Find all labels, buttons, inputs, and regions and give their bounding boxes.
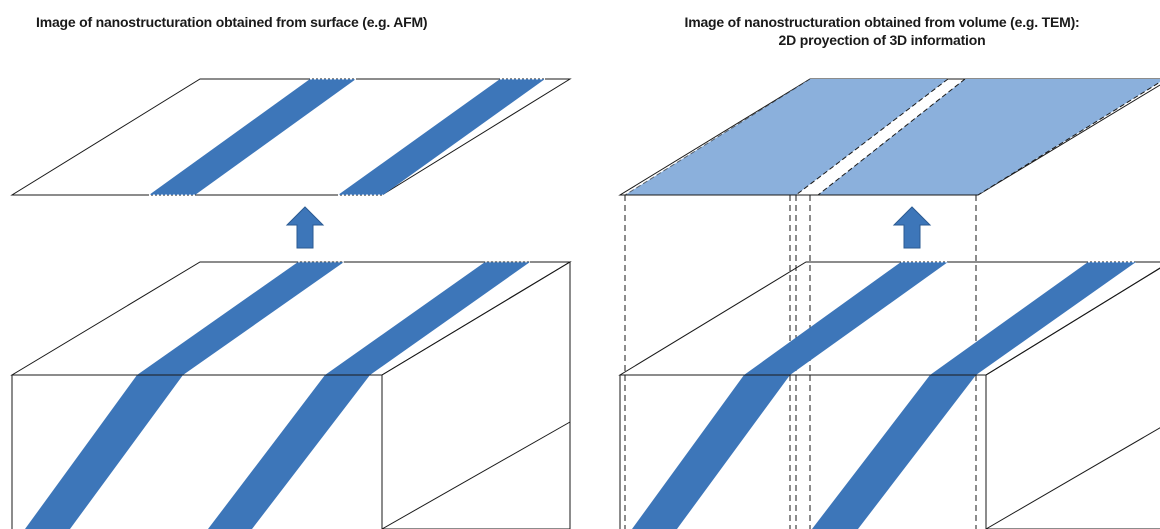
left-plane-band-2 — [338, 79, 545, 195]
left-volume-block — [10, 261, 572, 529]
right-projection-plane — [618, 78, 1160, 196]
right-up-arrow-icon — [892, 206, 932, 249]
left-plane-band-1 — [149, 79, 356, 195]
right-plane-projection-band-1 — [625, 79, 948, 195]
right-panel-caption-line1: Image of nanostructuration obtained from… — [684, 14, 1080, 30]
right-panel-caption-line2: 2D proyection of 3D information — [778, 32, 986, 48]
right-projection-lines — [624, 195, 977, 529]
right-block-band-2-front — [812, 375, 976, 529]
right-panel-caption: Image of nanostructuration obtained from… — [622, 13, 1142, 49]
right-volume-block — [618, 261, 1160, 529]
right-block-band-1-top — [744, 262, 948, 375]
left-block-band-1-front — [25, 375, 183, 529]
left-surface-plane — [10, 78, 572, 196]
right-plane-projection-band-2 — [818, 79, 1160, 195]
left-block-band-1-top — [137, 262, 344, 375]
left-block-band-2-front — [208, 375, 370, 529]
left-up-arrow-icon — [285, 206, 325, 249]
right-block-band-2-top — [930, 262, 1136, 375]
right-block-band-1-front — [632, 375, 790, 529]
left-block-band-2-top — [325, 262, 530, 375]
left-panel-caption: Image of nanostructuration obtained from… — [36, 14, 428, 30]
right-panel — [618, 78, 1160, 529]
left-panel — [10, 78, 572, 529]
